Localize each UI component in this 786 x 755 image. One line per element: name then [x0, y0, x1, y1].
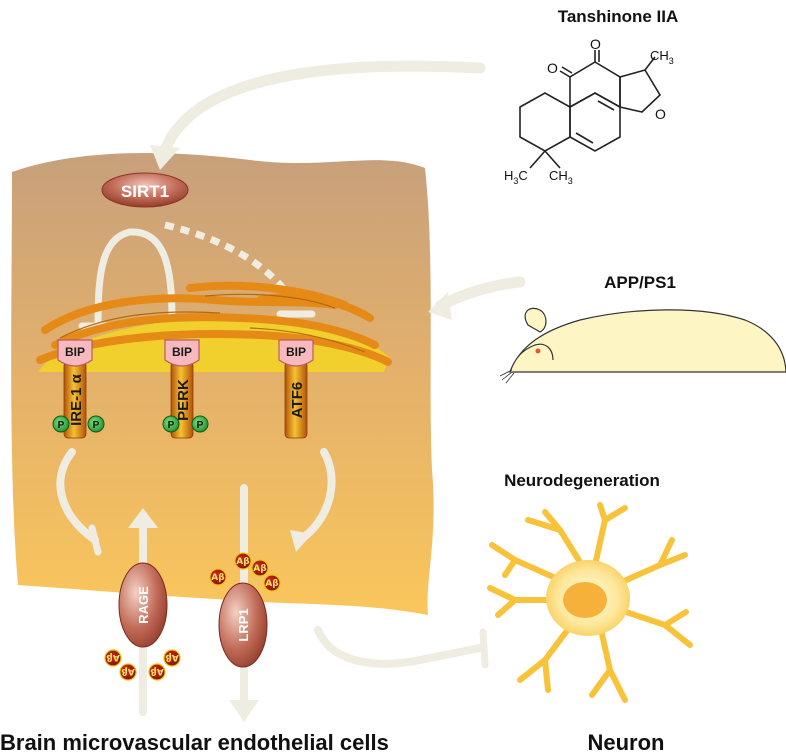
svg-text:Aβ: Aβ: [150, 666, 164, 676]
abeta-particle: Aβ: [148, 663, 166, 681]
abeta-particle: Aβ: [209, 568, 227, 586]
tanshinone-atom-labels: O O CH3 O H3C CH3: [504, 36, 674, 186]
ire1-phospho-right: P: [93, 420, 100, 431]
svg-text:Aβ: Aβ: [265, 579, 279, 589]
atf6-down-arrowhead: [290, 530, 312, 552]
ire1-sensor: BIP IRE-1 α P P: [52, 339, 105, 439]
sirt1-node: [101, 172, 189, 208]
tanshinone-structure: [519, 50, 662, 169]
abeta-particle: Aβ: [251, 559, 269, 577]
bip-label-ire1: BIP: [65, 345, 85, 359]
abeta-particle: Aβ: [234, 552, 252, 570]
perk-phospho-left: P: [168, 420, 175, 431]
tanshinone-arrowhead: [150, 145, 180, 170]
tanshinone-to-sirt1-arrow: [159, 60, 486, 156]
rage-up-arrowhead: [128, 508, 158, 528]
svg-text:Aβ: Aβ: [236, 557, 250, 567]
mouse-illustration: [499, 307, 786, 384]
rage-label: RAGE: [136, 586, 151, 624]
lrp1-label: LRP1: [236, 608, 251, 641]
perk-label: PERK: [175, 379, 192, 421]
sirt1-label: SIRT1: [121, 182, 169, 201]
perk-phospho-right: P: [197, 420, 204, 431]
svg-text:Aβ: Aβ: [106, 652, 120, 662]
cell-type-label: Brain microvascular endothelial cells: [0, 730, 389, 755]
svg-text:Aβ: Aβ: [211, 573, 225, 583]
svg-text:Aβ: Aβ: [165, 652, 179, 662]
abeta-particle: Aβ: [119, 663, 137, 681]
abeta-particle: Aβ: [163, 649, 181, 667]
neuron-illustration: [487, 502, 693, 703]
mouse-to-cell-arrow: [434, 276, 526, 312]
neuron-label: Neuron: [588, 730, 665, 755]
lrp1-receptor: LRP1: [218, 582, 268, 668]
svg-text:Aβ: Aβ: [121, 666, 135, 676]
atf6-sensor: BIP ATF6: [278, 339, 314, 439]
abeta-particles: Aβ Aβ Aβ Aβ Aβ Aβ Aβ Aβ: [104, 552, 281, 681]
gem-methyl-right-label: CH3: [549, 168, 573, 186]
abeta-particle: Aβ: [104, 649, 122, 667]
svg-text:Aβ: Aβ: [253, 564, 267, 574]
rage-receptor: RAGE: [118, 562, 168, 648]
atf6-label: ATF6: [289, 382, 306, 418]
lrp1-down-arrowhead: [229, 700, 259, 722]
gem-methyl-left-label: H3C: [504, 168, 528, 186]
mouse-arrowhead: [428, 292, 452, 320]
ire1-phospho-left: P: [58, 420, 65, 431]
neurodegeneration-label: Neurodegeneration: [504, 471, 660, 490]
app-ps1-label: APP/PS1: [604, 273, 676, 292]
abeta-particle: Aβ: [263, 574, 281, 592]
methyl-label: CH3: [650, 48, 674, 66]
ire1-label: IRE-1 α: [68, 373, 85, 426]
ring-oxygen-label: O: [655, 106, 666, 122]
bip-label-perk: BIP: [172, 345, 192, 359]
oxo-top-label: O: [590, 36, 601, 52]
bip-label-atf6: BIP: [286, 345, 306, 359]
oxo-left-label: O: [547, 60, 558, 76]
perk-sensor: BIP PERK P P: [162, 339, 209, 439]
tanshinone-label: Tanshinone IIA: [558, 7, 679, 26]
